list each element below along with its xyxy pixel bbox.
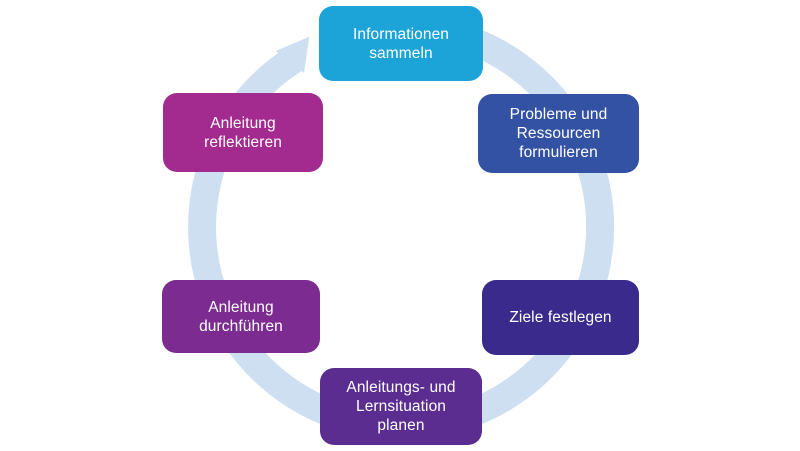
- step-ziele-festlegen: Ziele festlegen: [482, 280, 639, 355]
- step-probleme-ressourcen-formulieren: Probleme und Ressourcen formulieren: [478, 94, 639, 173]
- step-anleitung-reflektieren: Anleitung reflektieren: [163, 93, 323, 172]
- step-informationen-sammeln: Informationen sammeln: [319, 6, 483, 81]
- step-anleitung-durchfuehren: Anleitung durchführen: [162, 280, 320, 353]
- step-anleitungs-und-lernsituation-planen: Anleitungs- und Lernsituation planen: [320, 368, 482, 445]
- cycle-arrowhead-icon: [275, 36, 310, 73]
